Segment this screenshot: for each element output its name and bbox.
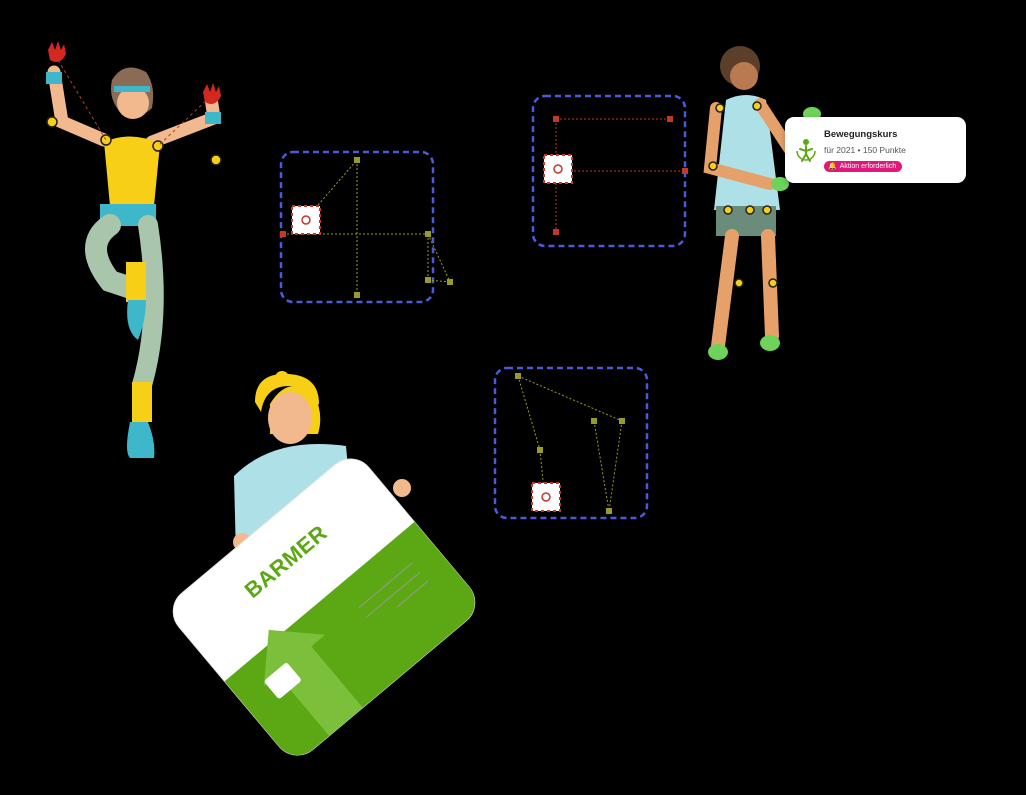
badge-label: Aktion erforderlich xyxy=(839,163,897,170)
person-icon xyxy=(796,139,816,162)
health-card: BARMER xyxy=(172,458,476,756)
dancer-figure xyxy=(46,41,222,458)
card-holder-figure xyxy=(703,46,821,360)
card-subtitle: für 2021 • 150 Punkte xyxy=(824,145,906,155)
rig-frame-2 xyxy=(531,94,688,248)
status-badge[interactable]: 🔔Aktion erforderlich xyxy=(824,161,903,172)
rig-frame-3 xyxy=(493,366,649,520)
notification-card[interactable]: Bewegungskurs für 2021 • 150 Punkte 🔔Akt… xyxy=(785,117,966,183)
rig-frame-1 xyxy=(279,150,453,304)
bell-icon: 🔔 xyxy=(828,163,837,170)
card-title: Bewegungskurs xyxy=(824,129,898,140)
barmer-card-figure: BARMER xyxy=(172,371,476,756)
